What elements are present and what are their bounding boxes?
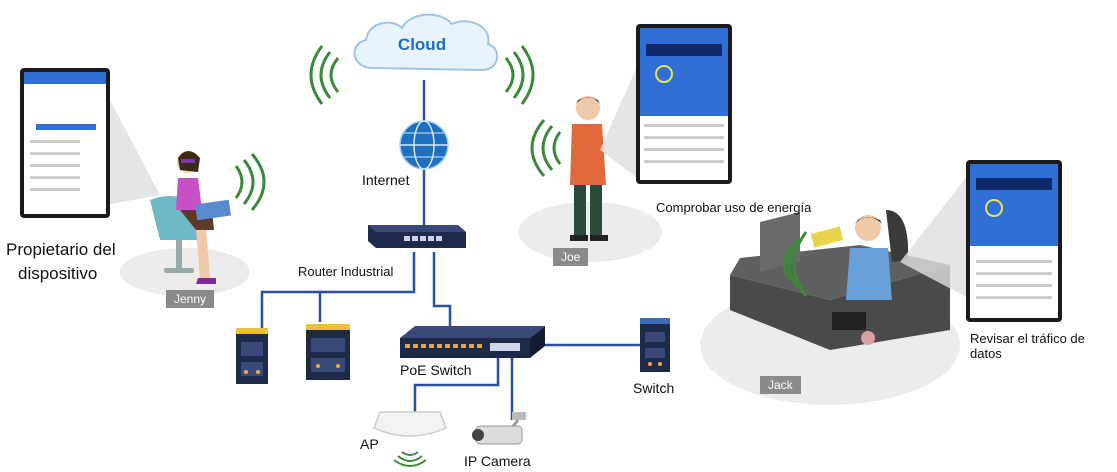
network-links [260, 80, 640, 420]
jack-wifi-icon [782, 231, 808, 297]
joe-caption: Comprobar uso de energía [656, 200, 812, 215]
router-label: Router Industrial [298, 264, 394, 279]
joe-phone-callout [600, 24, 732, 184]
ap-label: AP [360, 436, 379, 452]
jenny-caption-line1: Propietario del [6, 240, 116, 259]
jenny-wifi-icon [234, 153, 266, 211]
ip-camera-icon [472, 412, 526, 445]
poe-switch-label: PoE Switch [400, 362, 472, 378]
cloud-wifi-left-icon [309, 45, 340, 105]
cloud-icon: Cloud [353, 13, 498, 72]
industrial-switch-2-icon [306, 324, 350, 380]
switch-icon [640, 318, 670, 372]
joe-wifi-icon [530, 119, 562, 177]
internet-globe-icon [399, 120, 449, 170]
jack-figure [846, 210, 909, 300]
ip-camera-label: IP Camera [464, 453, 531, 469]
access-point-icon [373, 411, 447, 467]
jack-name-tag: Jack [760, 376, 801, 394]
cloud-wifi-right-icon [504, 45, 535, 105]
jenny-caption-line2: dispositivo [18, 264, 98, 283]
jenny-phone-callout [20, 68, 160, 218]
switch-label: Switch [633, 380, 675, 396]
joe-name-tag: Joe [553, 248, 589, 266]
jack-caption: Revisar el tráfico de datos [970, 331, 1085, 361]
router-icon [368, 225, 466, 248]
poe-switch-icon [400, 326, 545, 358]
industrial-switch-1-icon [236, 328, 268, 384]
jack-phone-callout [900, 160, 1062, 322]
joe-figure [570, 96, 608, 241]
jenny-figure [150, 151, 231, 284]
cloud-label: Cloud [398, 35, 446, 54]
jenny-name-tag: Jenny [166, 290, 215, 308]
internet-label: Internet [362, 172, 410, 188]
